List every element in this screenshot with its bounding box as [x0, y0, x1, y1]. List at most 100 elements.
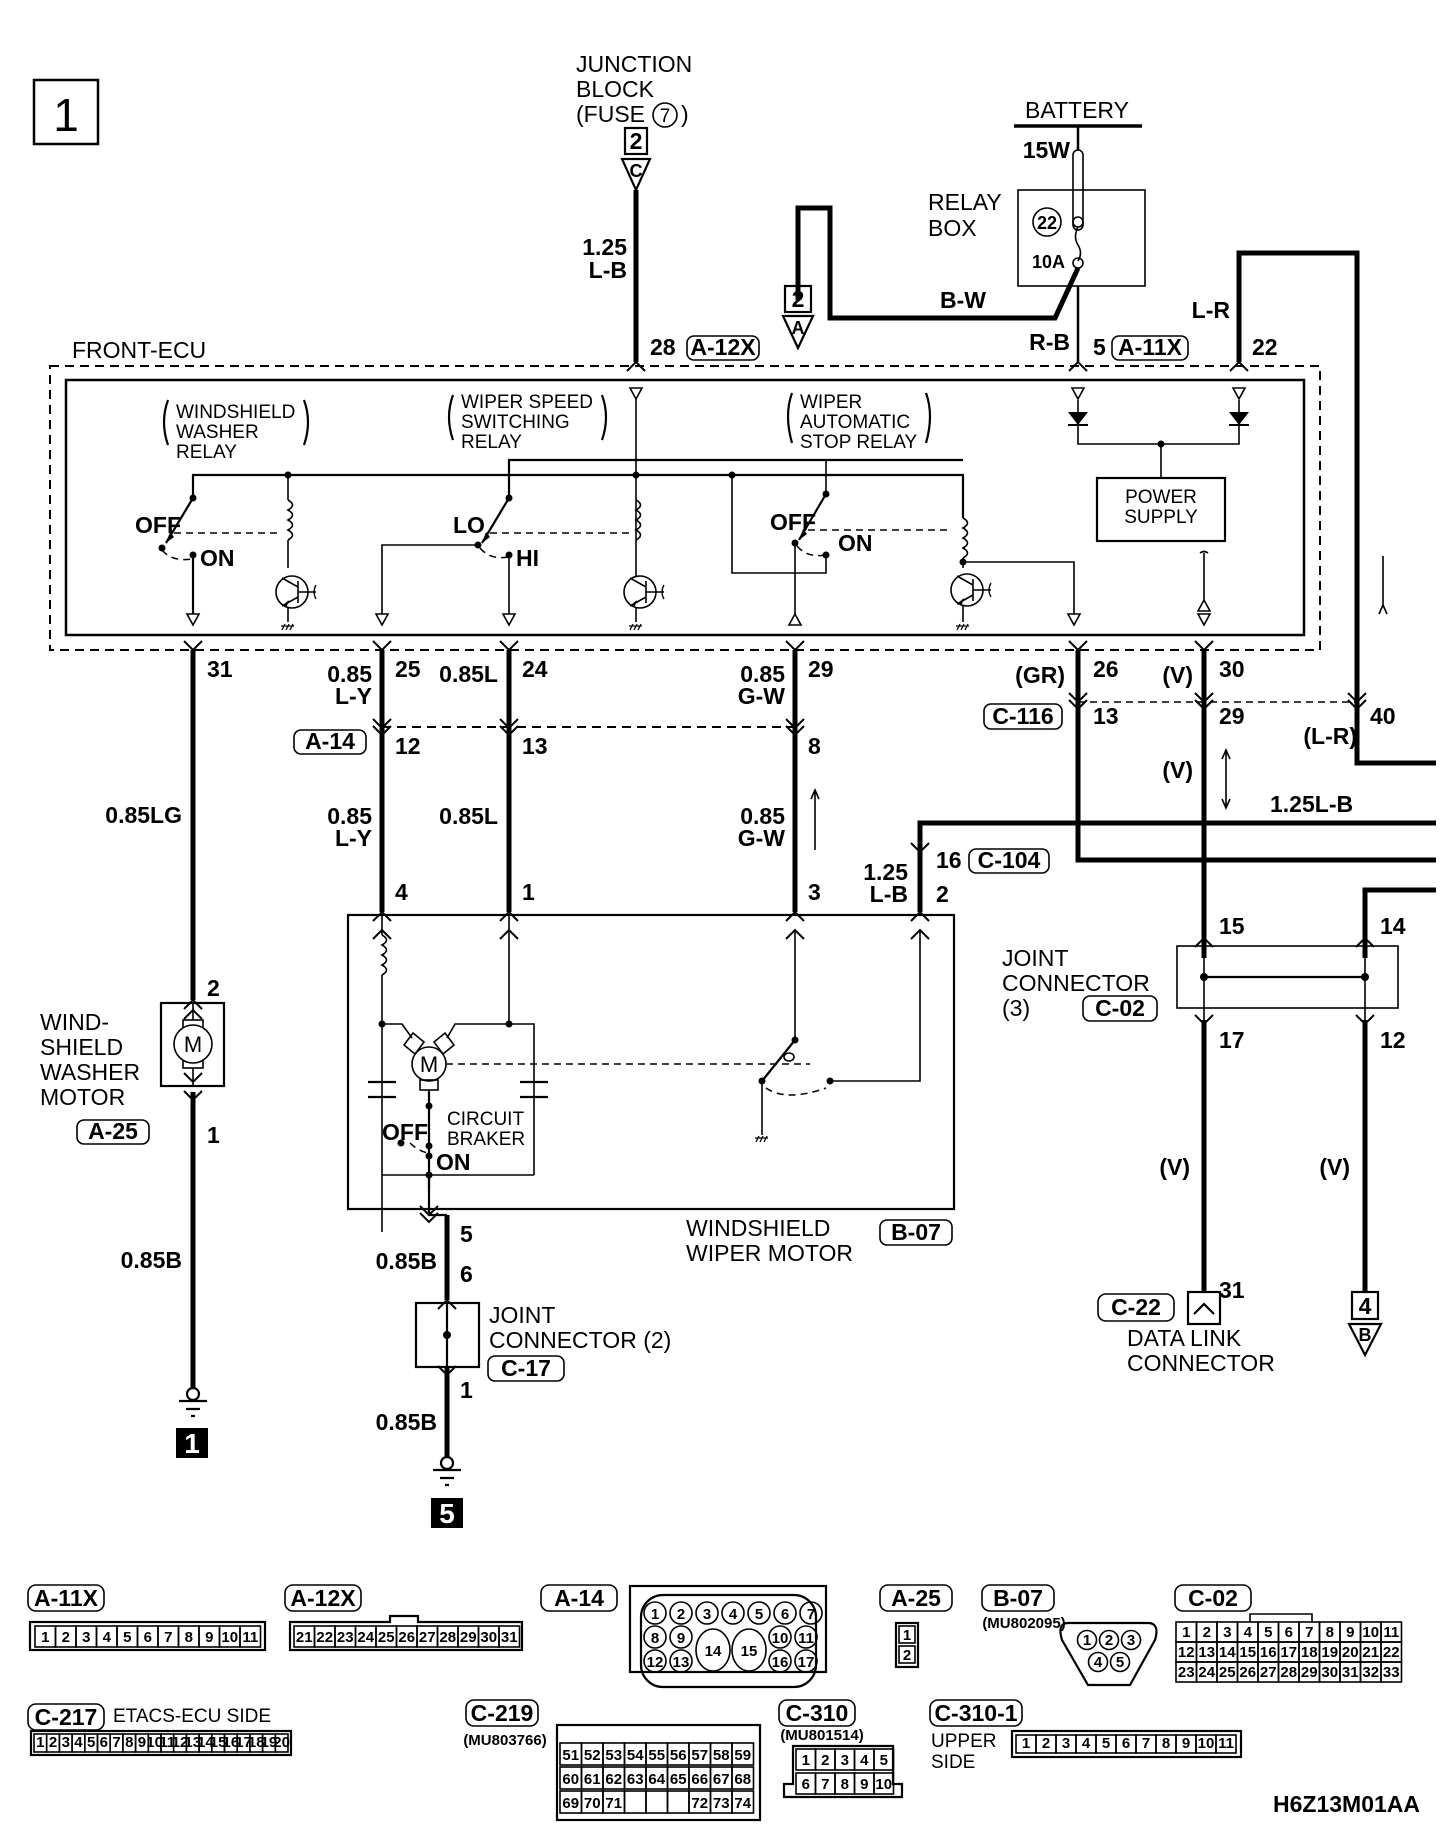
connector-c310-pin-cell [873, 1772, 895, 1795]
connector-c219-pin-cell [731, 1766, 755, 1790]
wire-p30-color: (V) [1162, 662, 1193, 688]
wiper-motor-symbol: M [420, 1052, 438, 1077]
washer-motor-label-3: WASHER [40, 1059, 140, 1085]
joint-connector-3 [1176, 938, 1399, 1020]
connector-b07-pin-cell [1087, 1651, 1109, 1673]
connector-c310-1-tag [929, 1699, 1023, 1727]
auto-stop-relay-label-2: AUTOMATIC [800, 412, 910, 433]
data-link-connector [1186, 1290, 1222, 1326]
wire-p30-color-2: (V) [1162, 757, 1193, 783]
jc2-label-2: CONNECTOR (2) [489, 1327, 671, 1353]
connector-b07-name: B-07 [993, 1585, 1043, 1611]
ref-4b-letter: B [1359, 1325, 1372, 1345]
connector-c310-1-pin: 9 [1182, 1735, 1190, 1752]
wire-p25-gauge: 0.85 [327, 661, 372, 687]
connector-tag-c02-text: C-02 [1095, 995, 1145, 1021]
connector-b07-pin-cell [1098, 1629, 1120, 1651]
connector-c219-pin: 55 [648, 1747, 665, 1764]
connector-a14-pin: 11 [798, 1630, 814, 1647]
connector-c310-pin: 6 [802, 1776, 810, 1793]
joint-connector-2 [414, 1301, 481, 1369]
connector-a14-pin-cell [669, 1649, 693, 1673]
connector-c219-body [555, 1723, 762, 1822]
connector-a11x-tag [27, 1584, 105, 1612]
wire-lr [1236, 250, 1436, 766]
connector-a12x-name: A-12X [290, 1585, 356, 1611]
junction-block-label-paren: ) [681, 101, 689, 127]
jc3-pin-17: 17 [1219, 1027, 1245, 1053]
connector-c02-pin: 26 [1239, 1664, 1256, 1681]
wiper-cb-off: OFF [382, 1119, 428, 1145]
relay-box-label-2: BOX [928, 215, 977, 241]
connector-a14-pin: 14 [705, 1643, 722, 1660]
wiper-motor: M OFF ON CIRCUIT BRAKER [346, 913, 956, 1232]
circuit-breaker-label-2: BRAKER [447, 1129, 525, 1150]
connector-a14-pin: 12 [647, 1654, 664, 1671]
relay-box-label-1: RELAY [928, 189, 1002, 215]
connector-c02-name: C-02 [1188, 1585, 1238, 1611]
connector-c219-pin: 66 [691, 1771, 708, 1788]
wiper-motor-pin-1: 1 [522, 879, 535, 905]
connector-c217-pin: 15 [210, 1734, 227, 1751]
connector-a11x-pin: 10 [221, 1629, 238, 1646]
wire-rb-label: R-B [1029, 329, 1070, 355]
connector-a12x-tag [284, 1584, 362, 1612]
connector-tag-a25: A-25 [76, 1118, 150, 1145]
connector-tag-a12x: A-12X [686, 334, 760, 361]
relay-box: RELAY BOX 22 10A [928, 189, 1146, 287]
connector-c310-1-pin: 10 [1198, 1735, 1215, 1752]
washer-relay-label: WINDSHIELD WASHER RELAY [162, 399, 310, 463]
page-number: 1 [53, 89, 79, 141]
connector-c310-1-pin: 1 [1022, 1735, 1030, 1752]
connector-c219-pin: 62 [605, 1771, 622, 1788]
connector-a14-pin-cell [643, 1601, 667, 1625]
connector-c217-pin: 20 [273, 1734, 290, 1751]
junction-block-label-3: (FUSE [576, 101, 645, 127]
connector-tag-a25-text: A-25 [88, 1118, 138, 1144]
ref-arrow-c [620, 157, 652, 193]
connector-a11x-pin: 11 [242, 1629, 258, 1646]
ground-5: 5 [431, 1455, 463, 1529]
wire-bw-label: B-W [940, 287, 986, 313]
wire-washer-ground-label: 0.85B [121, 1247, 182, 1273]
connector-c219-pin: 51 [562, 1747, 579, 1764]
wiper-motor-pin-5: 5 [460, 1221, 473, 1247]
connector-a12x-pin: 31 [501, 1629, 518, 1646]
connector-a14-pin: 9 [677, 1630, 685, 1647]
connector-c02-pin: 31 [1342, 1664, 1359, 1681]
connector-c219-pin: 53 [605, 1747, 622, 1764]
connector-c02-pin: 25 [1219, 1664, 1236, 1681]
connector-b07-pin: 2 [1105, 1632, 1113, 1649]
connector-c219-pin: 56 [670, 1747, 687, 1764]
wire-c104-gauge: 1.25 [863, 859, 908, 885]
connector-c219-tag [465, 1699, 539, 1727]
connector-c02-pin-cell [1380, 1661, 1403, 1683]
connector-c217-pin: 2 [49, 1734, 57, 1751]
connector-c310-pin: 10 [875, 1776, 892, 1793]
connector-c02-pin: 9 [1346, 1624, 1354, 1641]
power-supply-box [1095, 476, 1227, 543]
connector-a14-pin: 15 [741, 1643, 758, 1660]
connector-a25-pin: 1 [903, 1627, 911, 1644]
connector-a14-pin-cell [643, 1625, 667, 1649]
wire-ground-label-1: 0.85B [376, 1248, 437, 1274]
connector-a12x-pin: 27 [419, 1629, 436, 1646]
pin-30: 30 [1219, 656, 1245, 682]
ref-2a-letter: A [792, 318, 805, 338]
connector-c219-pin: 59 [734, 1747, 751, 1764]
jc3-pin-12: 12 [1380, 1027, 1406, 1053]
wire-lr-label: L-R [1192, 297, 1231, 323]
connector-a14-tag [540, 1584, 618, 1612]
connector-a25-tag [879, 1584, 953, 1612]
jc3-label-3: (3) [1002, 995, 1030, 1021]
connector-a14-pin-cell [773, 1601, 797, 1625]
bidirectional-arrow [1221, 748, 1231, 810]
pin-28: 28 [650, 334, 676, 360]
connector-a12x-pin: 22 [316, 1629, 333, 1646]
pin-5: 5 [1093, 334, 1106, 360]
jc3-label-2: CONNECTOR [1002, 970, 1150, 996]
wiper-cb-on: ON [436, 1149, 471, 1175]
washer-relay: OFF ON [135, 475, 317, 631]
connector-tag-a11x-text: A-11X [1118, 334, 1183, 360]
